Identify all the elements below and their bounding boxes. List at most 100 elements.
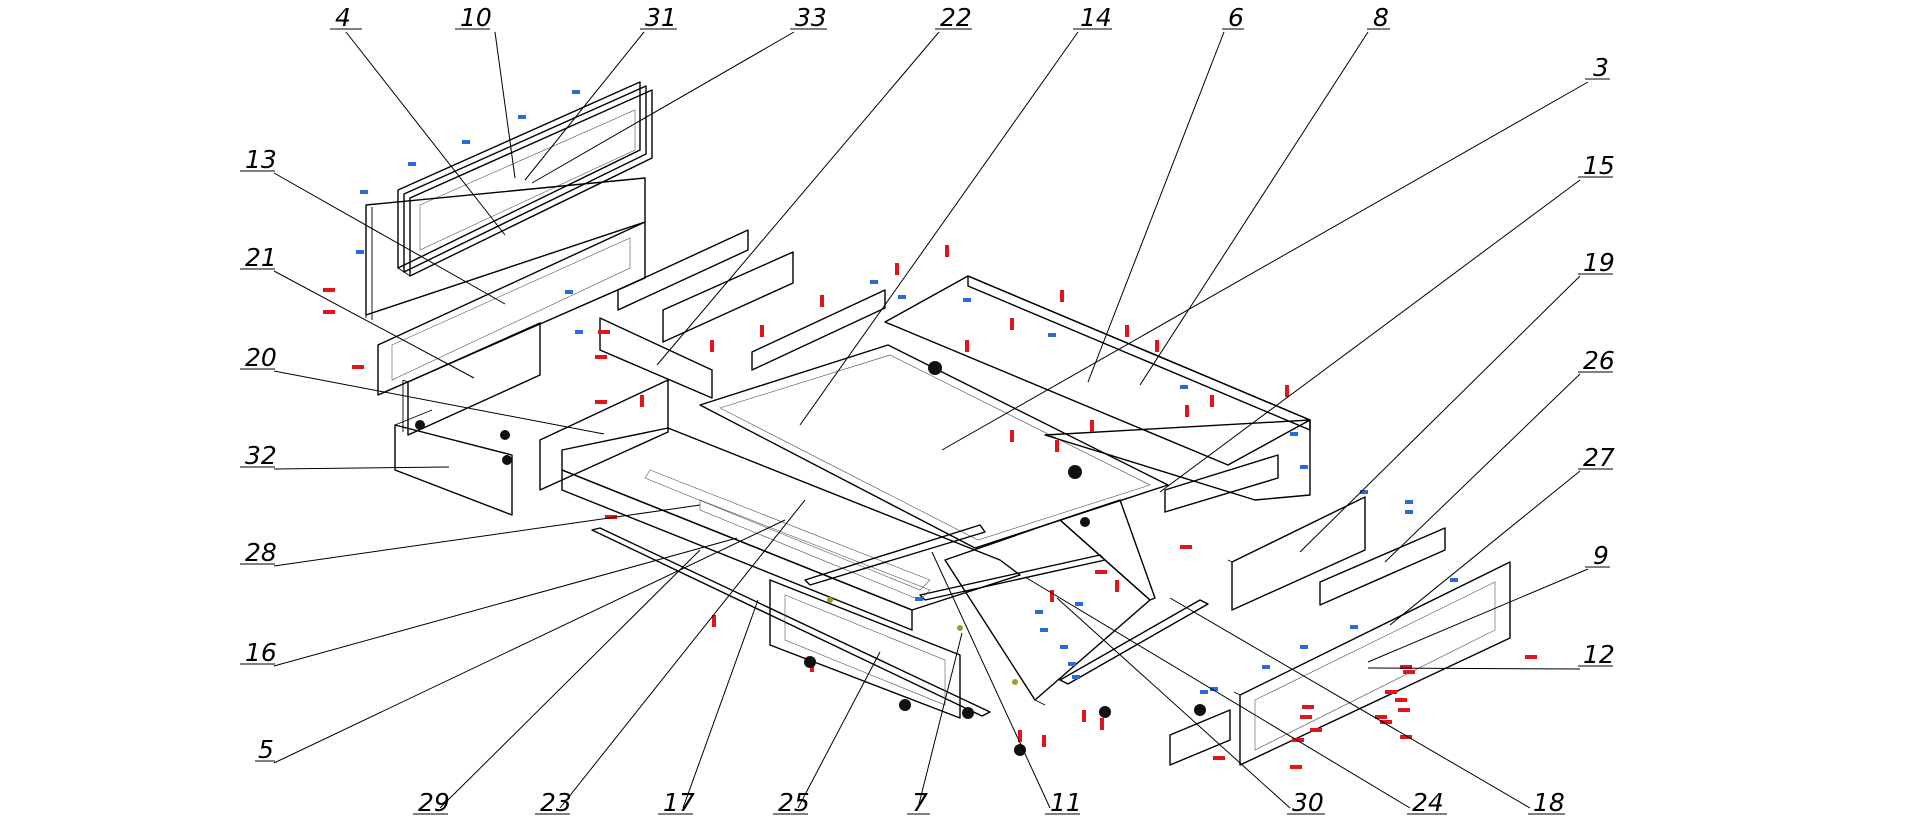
leader-line — [1367, 667, 1581, 670]
panel-outlines — [365, 81, 1511, 766]
leader-line — [273, 370, 605, 435]
kick-rail-30 — [1169, 709, 1231, 766]
callout-15: 15 — [1159, 151, 1615, 493]
callout-21: 21 — [240, 243, 475, 379]
callout-29: 29 — [413, 549, 701, 817]
plinth-front-32 — [394, 409, 513, 516]
callout-label: 21 — [245, 243, 277, 272]
olive-markers — [827, 597, 1018, 685]
callout-label: 31 — [645, 3, 677, 32]
callout-8: 8 — [1139, 3, 1390, 386]
callout-label: 15 — [1583, 151, 1615, 180]
leader-line — [273, 270, 475, 379]
leader-line — [494, 31, 516, 179]
leader-line — [1139, 31, 1369, 386]
callout-label: 22 — [940, 3, 972, 32]
callout-label: 14 — [1080, 3, 1112, 32]
side-panel-19 — [1164, 454, 1366, 611]
callout-14: 14 — [799, 3, 1112, 426]
callout-label: 9 — [1593, 541, 1609, 570]
callout-9: 9 — [1367, 541, 1610, 663]
callout-11: 11 — [931, 551, 1082, 817]
callout-33: 33 — [531, 3, 827, 184]
callout-5: 5 — [255, 519, 786, 764]
black-knobs-feet — [415, 361, 1206, 756]
callout-label: 18 — [1533, 788, 1565, 817]
hardware-fasteners — [323, 90, 1537, 769]
callout-label: 30 — [1292, 788, 1324, 817]
leader-line — [531, 31, 795, 184]
leader-line — [345, 31, 506, 236]
red-dowel-pins — [323, 245, 1537, 769]
leader-line — [797, 651, 881, 809]
leader-line — [1367, 568, 1589, 663]
callout-22: 22 — [656, 3, 972, 366]
leader-line — [1056, 597, 1291, 809]
leader-line — [917, 632, 963, 809]
callout-label: 13 — [245, 145, 277, 174]
callout-32: 32 — [240, 441, 450, 470]
callout-label: 7 — [912, 788, 928, 817]
callout-label: 19 — [1583, 248, 1615, 277]
rail-26 — [1319, 527, 1446, 606]
callout-4: 4 — [330, 3, 506, 236]
callout-26: 26 — [1384, 346, 1615, 563]
callout-label: 12 — [1583, 640, 1615, 669]
callout-13: 13 — [240, 145, 506, 305]
callout-3: 3 — [941, 53, 1610, 451]
callout-label: 32 — [245, 441, 277, 470]
leader-line — [656, 31, 940, 366]
callout-label: 16 — [245, 638, 277, 667]
headboard-panel-stack — [397, 81, 653, 277]
frame-panel-3 — [1044, 419, 1311, 501]
callout-label: 3 — [1593, 53, 1609, 82]
end-panel-21 — [402, 322, 541, 436]
leader-line — [1389, 470, 1581, 626]
callout-label: 5 — [258, 735, 274, 764]
leader-line — [273, 504, 701, 567]
drawer-box — [561, 427, 1021, 717]
leader-line — [559, 499, 806, 809]
callout-20: 20 — [240, 343, 605, 435]
leader-line — [1087, 31, 1225, 383]
platform-panel-14 — [699, 344, 1169, 549]
callout-label: 11 — [1050, 788, 1082, 817]
callout-label: 27 — [1583, 443, 1615, 472]
callout-label: 23 — [540, 788, 572, 817]
callout-7: 7 — [907, 632, 963, 817]
callout-label: 25 — [778, 788, 810, 817]
callout-label: 28 — [245, 538, 277, 567]
callout-label: 10 — [460, 3, 492, 32]
callout-16: 16 — [240, 537, 738, 667]
callout-27: 27 — [1389, 443, 1615, 626]
callout-10: 10 — [455, 3, 516, 179]
blue-cam-locks — [356, 90, 1458, 694]
leader-line — [1159, 179, 1581, 493]
leader-line — [799, 31, 1079, 426]
callout-18: 18 — [1169, 597, 1565, 817]
callout-label: 20 — [245, 343, 277, 372]
callout-label: 6 — [1228, 3, 1244, 32]
leader-line — [931, 551, 1051, 809]
leader-line — [273, 466, 450, 470]
leader-line — [273, 537, 738, 667]
callout-label: 17 — [663, 788, 695, 817]
callout-28: 28 — [240, 504, 701, 567]
side-panel-20 — [539, 379, 669, 491]
leader-line — [524, 31, 645, 181]
top-rails — [617, 229, 886, 371]
callout-6: 6 — [1087, 3, 1244, 383]
callout-25: 25 — [773, 651, 881, 817]
leader-line — [1299, 275, 1581, 553]
side-panel-9 — [1233, 561, 1511, 766]
callout-label: 29 — [418, 788, 450, 817]
callout-12: 12 — [1367, 640, 1615, 670]
rear-long-panel-6 — [884, 275, 1311, 495]
callout-19: 19 — [1299, 248, 1615, 553]
leader-line — [439, 549, 701, 809]
callout-label: 4 — [335, 3, 351, 32]
callout-label: 24 — [1412, 788, 1444, 817]
callout-30: 30 — [1056, 597, 1325, 817]
callout-label: 26 — [1583, 346, 1615, 375]
